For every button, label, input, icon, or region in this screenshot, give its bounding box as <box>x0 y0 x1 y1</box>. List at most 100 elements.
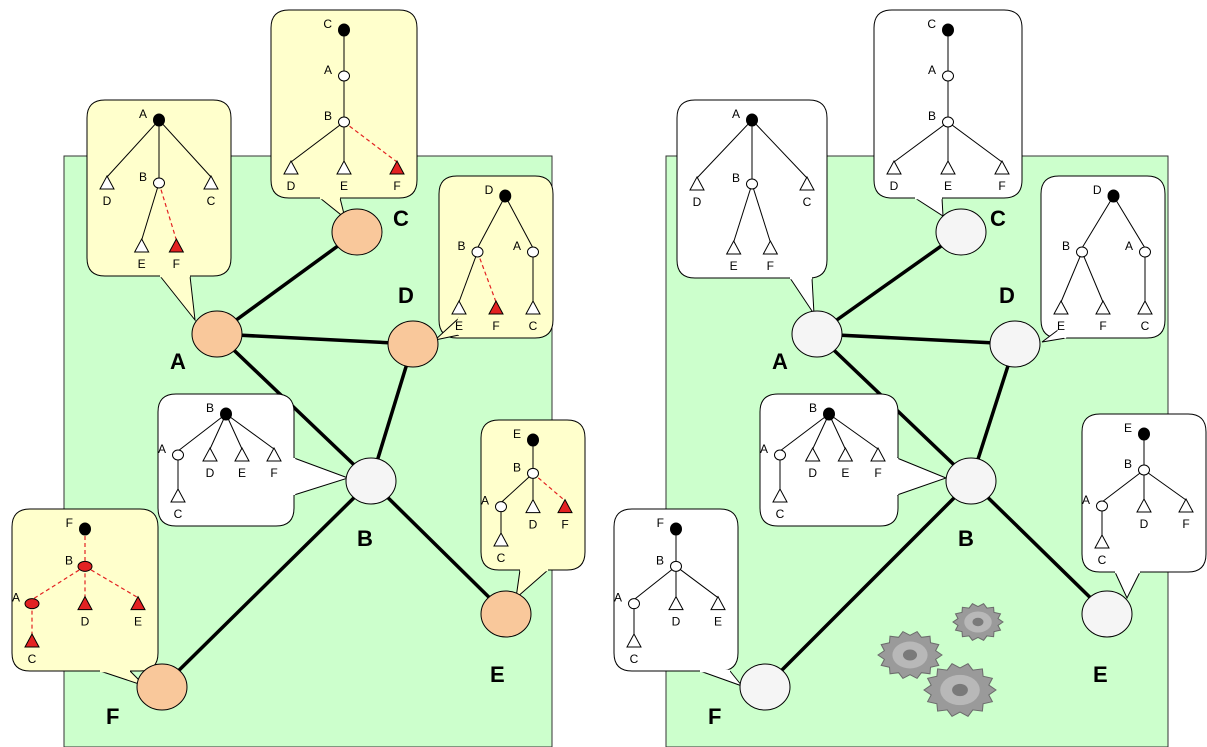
subtree-triangle <box>202 446 218 462</box>
tree-root-node <box>746 113 758 127</box>
tree-node <box>338 116 350 128</box>
tree-edge <box>893 121 949 163</box>
subtree-triangle <box>725 239 742 255</box>
gear-hub <box>952 683 968 697</box>
network-link <box>369 479 508 616</box>
tree-node-label: F <box>767 259 774 273</box>
tree-node-label: F <box>874 466 881 480</box>
marked-tree-node <box>77 560 93 572</box>
callout-bubble <box>438 175 554 339</box>
tree-node-label: C <box>207 194 216 208</box>
tree-node-label: E <box>944 179 952 193</box>
tree-root-node <box>823 407 835 421</box>
subtree-triangle <box>525 498 541 514</box>
tree-node-label: F <box>270 466 277 480</box>
tree-node-label: E <box>513 427 521 441</box>
router-label-e: E <box>1093 662 1108 687</box>
tree-node-label: A <box>1125 239 1133 253</box>
tree-node-label: E <box>714 615 722 629</box>
marked-tree-edge <box>532 472 566 502</box>
tree-edge <box>500 472 534 504</box>
tree-node-label: B <box>457 239 465 253</box>
subtree-triangle <box>525 299 541 315</box>
network-link <box>969 479 1109 616</box>
tree-node-label: F <box>66 516 73 530</box>
tree-node-label: C <box>323 17 332 31</box>
tree-edge <box>477 195 506 249</box>
tree-node-label: E <box>730 259 738 273</box>
router-label-d: D <box>398 283 414 308</box>
router-node-f <box>739 663 791 711</box>
tree-node-label: A <box>12 591 20 605</box>
tree-edge <box>504 195 534 249</box>
subtree-triangle <box>762 239 779 255</box>
network-link <box>160 479 373 689</box>
callout-bubble <box>1040 175 1166 339</box>
tree-node-label: B <box>65 553 73 567</box>
tree-node <box>942 116 954 128</box>
subtree-triangle <box>626 632 642 648</box>
tree-node <box>1139 246 1151 258</box>
subtree-triangle <box>940 159 956 175</box>
subtree-triangle <box>668 595 684 611</box>
tree-node <box>670 560 682 572</box>
tree-node <box>1076 246 1088 258</box>
router-node-f <box>136 663 188 711</box>
subtree-triangle <box>1095 299 1111 315</box>
tree-node-label: A <box>481 494 489 508</box>
marked-tree-node <box>24 598 40 610</box>
tree-node-label: C <box>1141 319 1150 333</box>
tree-node-label: E <box>340 179 348 193</box>
marked-subtree-triangle <box>168 237 185 253</box>
tree-node <box>471 246 484 258</box>
router-node-b <box>945 457 997 505</box>
tree-edge <box>812 413 830 450</box>
tree-node-label: D <box>485 183 494 197</box>
subtree-triangle <box>870 446 886 462</box>
tree-root-node <box>153 113 165 127</box>
tree-edge <box>1113 195 1146 249</box>
tree-edge <box>675 565 719 599</box>
tree-node-label: E <box>841 466 849 480</box>
network-link <box>763 479 973 689</box>
network-link <box>816 332 1016 346</box>
tree-node <box>527 467 539 479</box>
tree-node <box>1096 500 1108 512</box>
tree-node-label: C <box>803 195 812 209</box>
marked-tree-edge <box>31 565 86 601</box>
tree-root-node <box>1107 189 1120 203</box>
tree-node-label: D <box>287 179 296 193</box>
tree-node-label: D <box>808 466 817 480</box>
network-link <box>969 343 1017 482</box>
tree-node-label: B <box>139 170 147 184</box>
subtree-triangle <box>1136 497 1152 513</box>
subtree-triangle <box>689 175 705 191</box>
tree-node-label: B <box>809 401 817 415</box>
tree-edge <box>1143 469 1187 501</box>
tree-node-label: B <box>1124 457 1132 471</box>
router-node-e <box>480 590 532 638</box>
router-label-a: A <box>772 349 788 374</box>
tree-node-label: B <box>324 109 332 123</box>
router-label-c: C <box>990 206 1006 231</box>
tree-edge <box>225 413 275 450</box>
router-node-d <box>989 320 1041 368</box>
tree-node-label: A <box>158 442 166 456</box>
tree-edge <box>158 119 212 178</box>
subtree-triangle <box>994 159 1010 175</box>
marked-subtree-triangle <box>77 595 93 611</box>
tree-edge <box>458 251 478 303</box>
marked-subtree-triangle <box>557 498 573 514</box>
router-node-c <box>935 208 987 256</box>
tree-node-label: D <box>693 195 702 209</box>
tree-edge <box>779 413 830 452</box>
tree-node-label: D <box>81 615 90 629</box>
callout-seam <box>1057 329 1067 339</box>
tree-node-label: D <box>206 466 215 480</box>
